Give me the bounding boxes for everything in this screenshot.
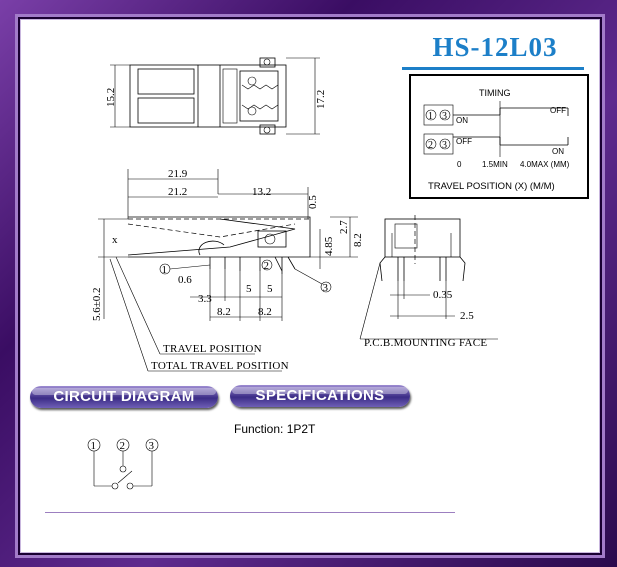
bottom-divider bbox=[45, 512, 455, 513]
dim-3-3: 3.3 bbox=[198, 293, 212, 305]
circuit-pin-2: 2 bbox=[120, 440, 126, 452]
dim-2-7: 2.7 bbox=[338, 220, 350, 234]
dim-21-2: 21.2 bbox=[168, 186, 187, 198]
timing-axis-0: 0 bbox=[457, 160, 462, 169]
dim-5-b: 5 bbox=[267, 283, 273, 295]
circuit-diagram-heading: CIRCUIT DIAGRAM bbox=[30, 386, 218, 408]
travel-x-mark: x bbox=[112, 234, 118, 246]
dim-21-9: 21.9 bbox=[168, 168, 188, 180]
timing-row2-pin-b: 3 bbox=[442, 140, 447, 151]
timing-row1-pin-b: 3 bbox=[442, 111, 447, 122]
timing-row2-pin-a: 2 bbox=[428, 140, 433, 151]
dim-15-2: 15.2 bbox=[105, 88, 117, 107]
pin-callout-1: 1 bbox=[159, 263, 211, 276]
svg-text:1: 1 bbox=[162, 264, 168, 276]
specifications-heading: SPECIFICATIONS bbox=[230, 385, 410, 407]
timing-header: TIMING bbox=[479, 88, 511, 98]
circuit-pin-3: 3 bbox=[149, 440, 155, 452]
datasheet-page: HS-12L03 bbox=[18, 17, 602, 555]
dim-8-2-b: 8.2 bbox=[258, 306, 272, 318]
dim-4-85: 4.85 bbox=[323, 236, 335, 256]
dim-2-5: 2.5 bbox=[460, 310, 474, 322]
spec-function: Function: 1P2T bbox=[234, 422, 316, 436]
timing-row1-on: ON bbox=[456, 116, 468, 125]
dim-17-2: 17.2 bbox=[315, 90, 327, 109]
top-view: 15.2 17.2 bbox=[105, 57, 327, 135]
side-view: 21.9 21.2 13.2 0.5 bbox=[91, 168, 364, 372]
dim-0-35: 0.35 bbox=[433, 289, 453, 301]
svg-text:3: 3 bbox=[323, 282, 329, 294]
circuit-diagram: 1 2 3 bbox=[87, 438, 159, 490]
dim-13-2: 13.2 bbox=[252, 186, 271, 198]
timing-row2-off: OFF bbox=[456, 137, 472, 146]
mechanical-drawing: 15.2 17.2 21.9 21.2 13.2 0.5 bbox=[87, 57, 589, 490]
dim-5-a: 5 bbox=[246, 283, 252, 295]
timing-row2-on: ON bbox=[552, 147, 564, 156]
label-travel-position: TRAVEL POSITION bbox=[163, 343, 262, 355]
dim-0-5: 0.5 bbox=[307, 195, 319, 209]
timing-axis-2: 4.0MAX (MM) bbox=[520, 160, 570, 169]
dim-8-2-side: 8.2 bbox=[352, 233, 364, 247]
timing-chart: TIMING 1 3 ON OFF 2 3 bbox=[409, 74, 589, 199]
dim-8-2-a: 8.2 bbox=[217, 306, 231, 318]
end-view: 0.35 2.5 P.C.B.MOUNTING FACE bbox=[359, 215, 498, 349]
pin-callout-3: 3 bbox=[294, 268, 332, 294]
pin-callout-2: 2 bbox=[261, 259, 273, 272]
label-total-travel-position: TOTAL TRAVEL POSITION bbox=[151, 360, 289, 372]
timing-row1-pin-a: 1 bbox=[428, 111, 433, 122]
title-underline bbox=[402, 67, 584, 70]
dim-5-6: 5.6±0.2 bbox=[91, 287, 103, 321]
timing-caption: TRAVEL POSITION (X) (M/M) bbox=[428, 181, 555, 192]
timing-row1-off: OFF bbox=[550, 106, 566, 115]
part-number-title: HS-12L03 bbox=[432, 32, 558, 62]
timing-axis-1: 1.5MIN bbox=[482, 160, 508, 169]
circuit-pin-1: 1 bbox=[91, 440, 97, 452]
label-pcb-mounting-face: P.C.B.MOUNTING FACE bbox=[364, 337, 487, 349]
dim-0-6: 0.6 bbox=[178, 274, 192, 286]
svg-text:2: 2 bbox=[264, 260, 270, 272]
